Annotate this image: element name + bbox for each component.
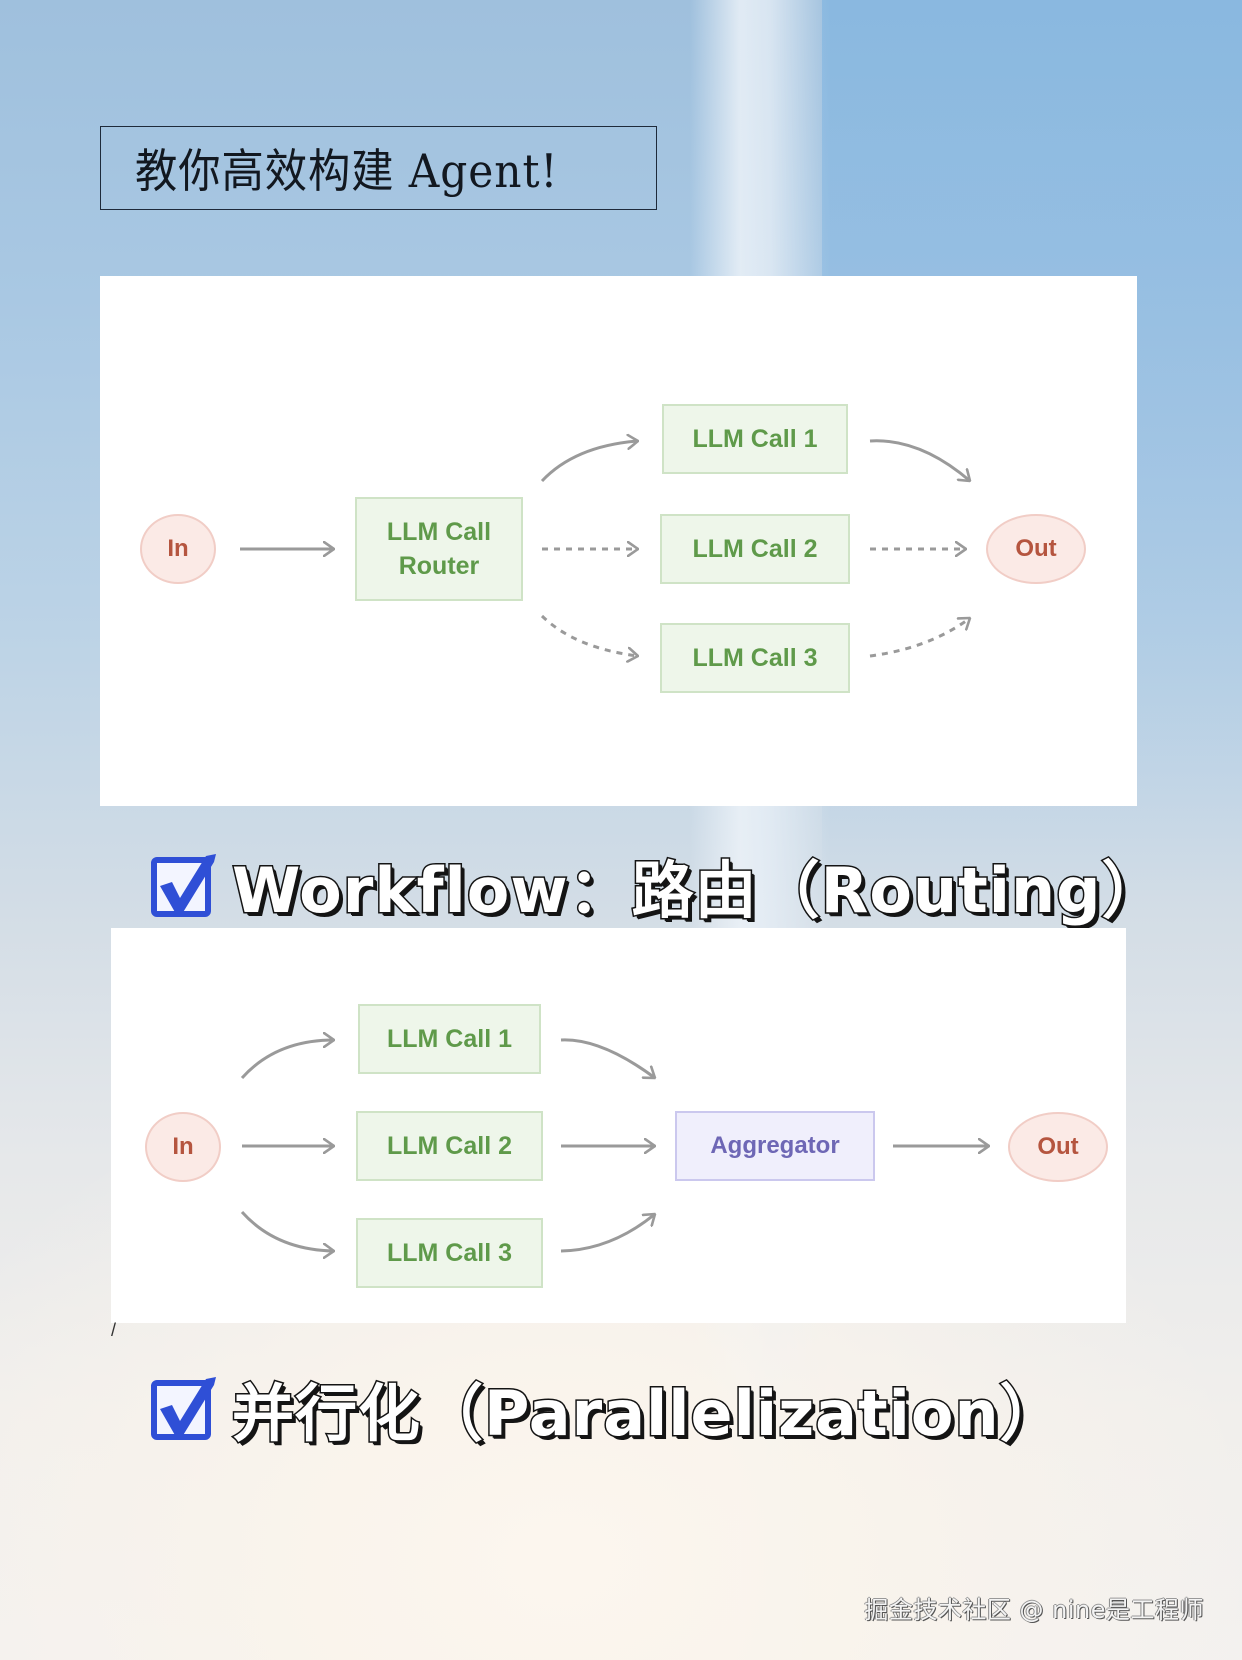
node-in: In (140, 514, 216, 584)
node-out-label: Out (1037, 1133, 1079, 1160)
node-llm-call-2-label: LLM Call 2 (386, 1132, 512, 1160)
arrow-call3-to-out (869, 618, 970, 658)
node-in-label: In (167, 535, 189, 562)
parallelization-diagram: In LLM Call 1 LLM Call 2 LLM Call 3 Aggr… (111, 928, 1126, 1323)
node-llm-call-1: LLM Call 1 (662, 404, 848, 474)
routing-heading-text: Workflow：路由（Routing） (231, 853, 1166, 929)
page-title: 教你高效构建 Agent! (135, 144, 559, 198)
routing-heading: Workflow：路由（Routing） (150, 840, 1165, 930)
node-llm-call-3: LLM Call 3 (356, 1218, 543, 1288)
node-llm-call-1: LLM Call 1 (358, 1004, 541, 1074)
node-llm-call-2-label: LLM Call 2 (692, 535, 818, 563)
parallelization-edges (240, 928, 1126, 1323)
node-aggregator-label: Aggregator (710, 1132, 840, 1159)
parallelization-heading-text: 并行化（Parallelization） (231, 1376, 1064, 1452)
node-llm-call-3-label: LLM Call 3 (692, 644, 818, 672)
router-label-line1: LLM Call (386, 518, 492, 546)
node-in: In (145, 1112, 221, 1182)
arrow-call3-to-aggregator (560, 1214, 655, 1253)
node-llm-call-3-label: LLM Call 3 (386, 1239, 512, 1267)
node-in-label: In (172, 1133, 194, 1160)
arrow-in-to-call3 (240, 1210, 334, 1251)
arrow-call1-to-aggregator (560, 1038, 655, 1078)
node-aggregator: Aggregator (675, 1111, 875, 1181)
watermark: 掘金技术社区 @ nine是工程师 (864, 1596, 1204, 1624)
arrow-call1-to-out (869, 439, 970, 481)
node-out: Out (986, 514, 1086, 584)
routing-diagram: In LLM Call Router LLM Call 1 LLM Call 2… (100, 276, 1137, 806)
parallelization-heading: 并行化（Parallelization） (150, 1363, 1063, 1453)
title-box: 教你高效构建 Agent! (100, 126, 657, 210)
stray-slash-mark: / (111, 1320, 117, 1340)
routing-edges (240, 276, 1137, 806)
arrow-router-to-call1 (540, 441, 638, 483)
node-out-label: Out (1015, 535, 1057, 562)
checkbox-checked-icon (151, 1377, 216, 1440)
node-llm-call-1-label: LLM Call 1 (692, 425, 818, 453)
node-llm-call-2: LLM Call 2 (356, 1111, 543, 1181)
router-label-line2: Router (398, 552, 480, 580)
arrow-in-to-call1 (240, 1040, 334, 1080)
arrow-router-to-call3 (540, 614, 638, 656)
checkbox-checked-icon (151, 854, 216, 917)
node-out: Out (1008, 1112, 1108, 1182)
node-llm-call-3: LLM Call 3 (660, 623, 850, 693)
node-llm-call-1-label: LLM Call 1 (386, 1025, 512, 1053)
node-llm-call-2: LLM Call 2 (660, 514, 850, 584)
node-llm-call-router: LLM Call Router (355, 497, 523, 601)
